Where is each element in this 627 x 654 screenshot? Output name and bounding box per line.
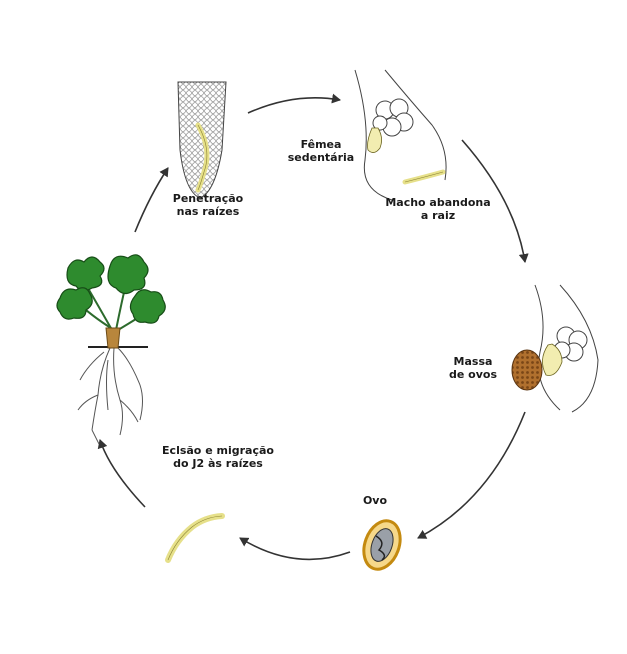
label-penetration: Penetração nas raízes <box>168 192 248 218</box>
label-hatch-line2: do J2 às raízes <box>158 457 278 470</box>
arrow-juvenile-to-plant <box>100 440 145 507</box>
label-penetration-line2: nas raízes <box>168 205 248 218</box>
plant-roots <box>78 348 143 444</box>
cycle-arrows <box>100 98 525 560</box>
label-sedentary-female: Fêmea sedentária <box>286 138 356 164</box>
sedentary-female-illustration <box>355 70 446 200</box>
root-penetration-illustration <box>178 82 226 198</box>
arrow-penetration-to-female <box>248 98 340 113</box>
host-plant-illustration <box>57 255 165 444</box>
label-male-line2: a raiz <box>382 209 494 222</box>
egg-mass-illustration <box>512 285 598 412</box>
label-egg-text: Ovo <box>363 494 387 507</box>
arrow-egg-to-juvenile <box>240 538 350 559</box>
label-egg-mass: Massa de ovos <box>444 355 502 381</box>
label-egg: Ovo <box>358 494 392 507</box>
label-eggmass-line1: Massa <box>444 355 502 368</box>
arrow-eggmass-to-egg <box>418 412 525 538</box>
label-female-line1: Fêmea <box>286 138 356 151</box>
label-hatching-migration: Eclsão e migração do J2 às raízes <box>158 444 278 470</box>
label-eggmass-line2: de ovos <box>444 368 502 381</box>
label-male-line1: Macho abandona <box>382 196 494 209</box>
label-hatch-line1: Eclsão e migração <box>158 444 278 457</box>
arrow-root-to-penetration <box>135 168 168 232</box>
label-female-line2: sedentária <box>286 151 356 164</box>
label-male-leaves-root: Macho abandona a raiz <box>382 196 494 222</box>
egg-illustration <box>357 516 406 575</box>
juvenile-j2-illustration <box>168 516 222 560</box>
plant-leaves <box>57 255 165 323</box>
label-penetration-line1: Penetração <box>168 192 248 205</box>
